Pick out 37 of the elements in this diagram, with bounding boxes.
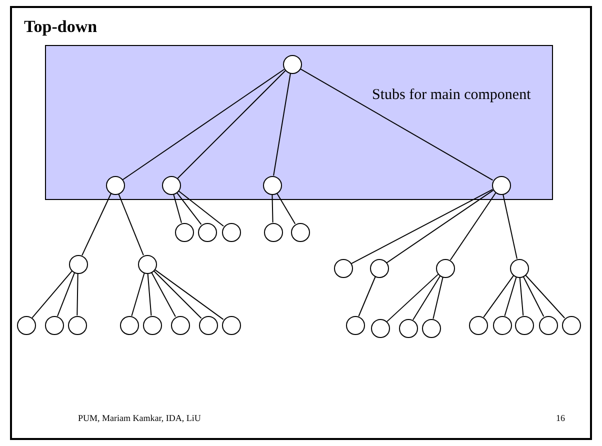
tree-edge [524, 274, 566, 318]
tree-edge [350, 188, 494, 264]
tree-edge [122, 68, 285, 180]
tree-edge [131, 272, 145, 316]
stub-region [45, 45, 553, 200]
tree-edge [432, 276, 444, 320]
tree-edge [151, 272, 176, 318]
tree-edge [273, 72, 291, 176]
tree-edge [32, 270, 72, 318]
tree-edge [519, 276, 524, 316]
tree-edge [178, 190, 224, 227]
region-label: Stubs for main component [372, 86, 531, 105]
tree-edge [56, 272, 76, 317]
tree-edge [483, 275, 514, 318]
tree-edge [176, 192, 202, 225]
tree-edge [272, 194, 274, 223]
tree-edge [276, 192, 296, 224]
tree-edge [358, 276, 376, 317]
tree-edge [300, 68, 494, 181]
slide-title: Top-down [24, 16, 98, 38]
tree-edge [82, 193, 112, 256]
tree-edge [522, 276, 544, 318]
tree-edge [118, 193, 144, 256]
page-number: 16 [556, 412, 565, 425]
tree-edge [154, 269, 224, 320]
tree-edge [153, 270, 202, 319]
footer-credit: PUM, Mariam Kamkar, IDA, LiU [78, 412, 201, 425]
tree-edge [504, 276, 517, 316]
tree-edge [386, 190, 494, 264]
tree-edge [502, 194, 518, 260]
tree-edge [76, 273, 78, 316]
tree-edge [177, 70, 286, 179]
tree-edge [173, 194, 182, 224]
tree-edge [147, 272, 152, 316]
tree-edge [386, 274, 439, 322]
tree-edge [450, 192, 496, 261]
tree-edge [412, 276, 441, 320]
